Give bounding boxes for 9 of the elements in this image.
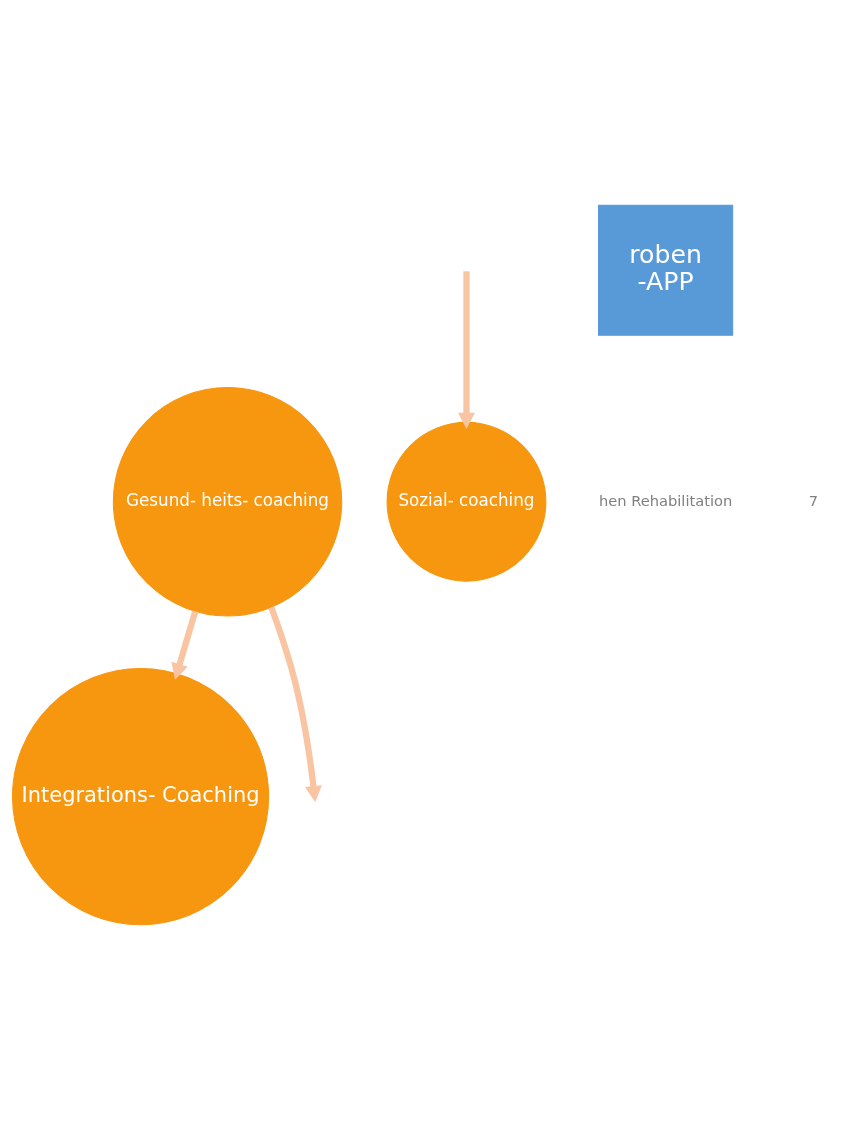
node-circle: Integrations- Coaching: [11, 667, 270, 925]
node-circle: Sozial- coaching: [386, 421, 547, 582]
node-box: roben -APP: [598, 204, 734, 336]
node-circle: Gesund- heits- coaching: [112, 386, 343, 616]
label: 7: [808, 491, 819, 509]
arrow: [171, 610, 199, 680]
label: hen Rehabilitation: [598, 491, 733, 509]
arrow: [458, 270, 475, 429]
arrow: [268, 605, 322, 802]
